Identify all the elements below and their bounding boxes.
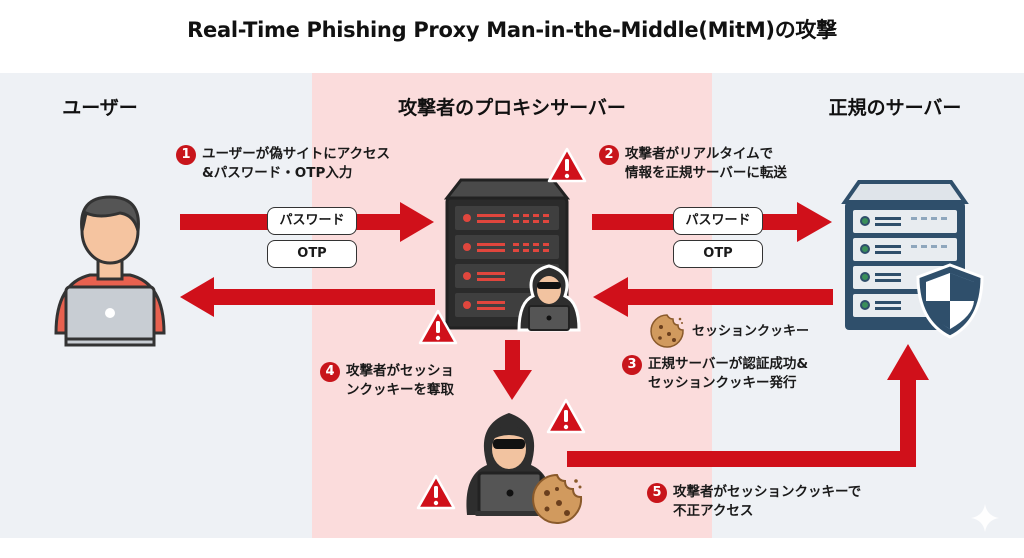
hooded-hacker-icon xyxy=(466,413,552,516)
step-4-line-1: 攻撃者がセッショ xyxy=(346,363,454,379)
warning-icon xyxy=(418,309,458,345)
step-3-line-1: 正規サーバーが認証成功& xyxy=(648,356,809,372)
warning-icon xyxy=(416,474,456,510)
arrow-proxy-to-user xyxy=(180,277,435,317)
cookie-icon xyxy=(532,473,583,524)
step-3: 3 正規サーバーが認証成功&セッションクッキー発行 xyxy=(622,355,808,393)
sparkle-icon xyxy=(971,504,999,532)
arrow-server-to-proxy xyxy=(593,277,833,317)
step-5: 5 攻撃者がセッションクッキーで不正アクセス xyxy=(647,483,861,521)
bubble-password-server: パスワード xyxy=(673,207,763,235)
arrow-hacker-to-server xyxy=(567,344,929,467)
step-5-line-1: 攻撃者がセッションクッキーで xyxy=(673,484,862,500)
hooded-hacker-small-icon xyxy=(517,264,581,332)
diagram-title: Real-Time Phishing Proxy Man-in-the-Midd… xyxy=(187,18,837,42)
warning-icon xyxy=(546,398,586,434)
step-3-line-2: セッションクッキー発行 xyxy=(648,375,797,391)
step-badge: 3 xyxy=(622,355,642,375)
column-title-proxy: 攻撃者のプロキシサーバー xyxy=(398,97,626,119)
bubble-otp-server: OTP xyxy=(673,240,763,268)
step-badge: 2 xyxy=(599,145,619,165)
column-title-server: 正規のサーバー xyxy=(828,97,962,119)
user-laptop-icon xyxy=(54,195,166,347)
step-badge: 5 xyxy=(647,483,667,503)
step-2-line-1: 攻撃者がリアルタイムで xyxy=(625,146,774,162)
warning-icon xyxy=(547,147,587,183)
session-cookie-label: セッションクッキー xyxy=(692,324,810,339)
cookie-icon-small xyxy=(650,314,684,348)
step-1: 1 ユーザーが偽サイトにアクセス&パスワード・OTP入力 xyxy=(176,145,390,183)
step-1-line-2: &パスワード・OTP入力 xyxy=(202,165,353,181)
step-2: 2 攻撃者がリアルタイムで情報を正規サーバーに転送 xyxy=(599,145,787,183)
step-1-line-1: ユーザーが偽サイトにアクセス xyxy=(202,146,391,162)
bubble-password-user: パスワード xyxy=(267,207,357,235)
arrow-proxy-to-hacker xyxy=(493,340,532,400)
shield-icon xyxy=(916,263,984,339)
step-4-line-2: ンクッキーを奪取 xyxy=(346,382,454,398)
column-title-user: ユーザー xyxy=(62,97,138,119)
step-badge: 4 xyxy=(320,362,340,382)
step-badge: 1 xyxy=(176,145,196,165)
bubble-otp-user: OTP xyxy=(267,240,357,268)
step-4: 4 攻撃者がセッションクッキーを奪取 xyxy=(320,362,454,400)
step-5-line-2: 不正アクセス xyxy=(673,503,754,519)
step-2-line-2: 情報を正規サーバーに転送 xyxy=(625,165,787,181)
